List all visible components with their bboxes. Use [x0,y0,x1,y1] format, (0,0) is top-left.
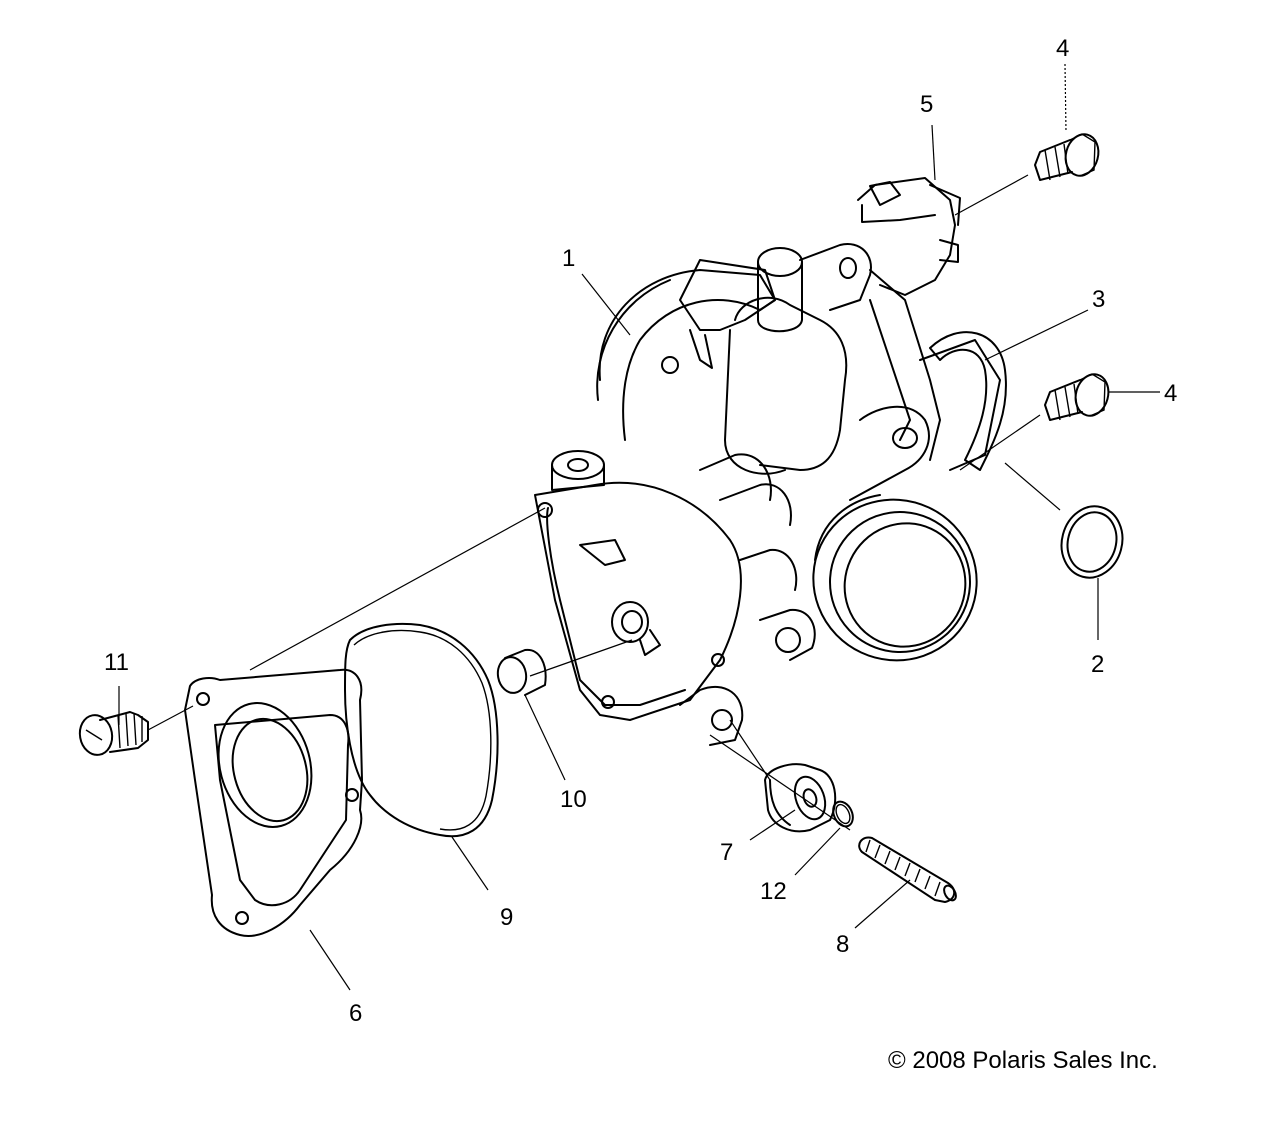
callouts: 4 5 1 3 4 2 11 10 7 12 9 8 6 [104,35,1177,1027]
throttle-front-housing [534,450,744,746]
part-4-screw-top [1034,133,1100,181]
part-5-sensor [857,177,961,296]
part-10-sleeve [496,648,547,696]
part-7-spacer [764,763,837,833]
part-8-stud [858,836,957,903]
part-1-throttle-body [596,243,941,661]
callout-10: 10 [560,786,587,813]
copyright-notice: © 2008 Polaris Sales Inc. [888,1047,1158,1074]
callout-8: 8 [836,931,849,958]
part-2-ring [1060,505,1124,579]
throttle-bore-ring [812,494,978,662]
callout-6: 6 [349,1000,362,1027]
callout-11: 11 [104,649,129,676]
callout-1: 1 [562,245,575,272]
callout-3: 3 [1092,286,1105,313]
callout-5: 5 [920,91,933,118]
part-6-cover-plate [184,668,363,937]
leader-lines [118,63,1160,991]
callout-12: 12 [760,878,787,905]
part-4-screw-middle [1044,373,1110,421]
part-12-oring [832,800,854,828]
part-3-rear-cover [919,331,1007,471]
callout-4-top: 4 [1056,35,1069,62]
part-11-screw [78,711,149,756]
part-9-gasket [344,622,499,838]
callout-4-middle: 4 [1164,380,1177,407]
callout-7: 7 [720,839,733,866]
callout-9: 9 [500,904,513,931]
callout-2: 2 [1091,651,1104,678]
